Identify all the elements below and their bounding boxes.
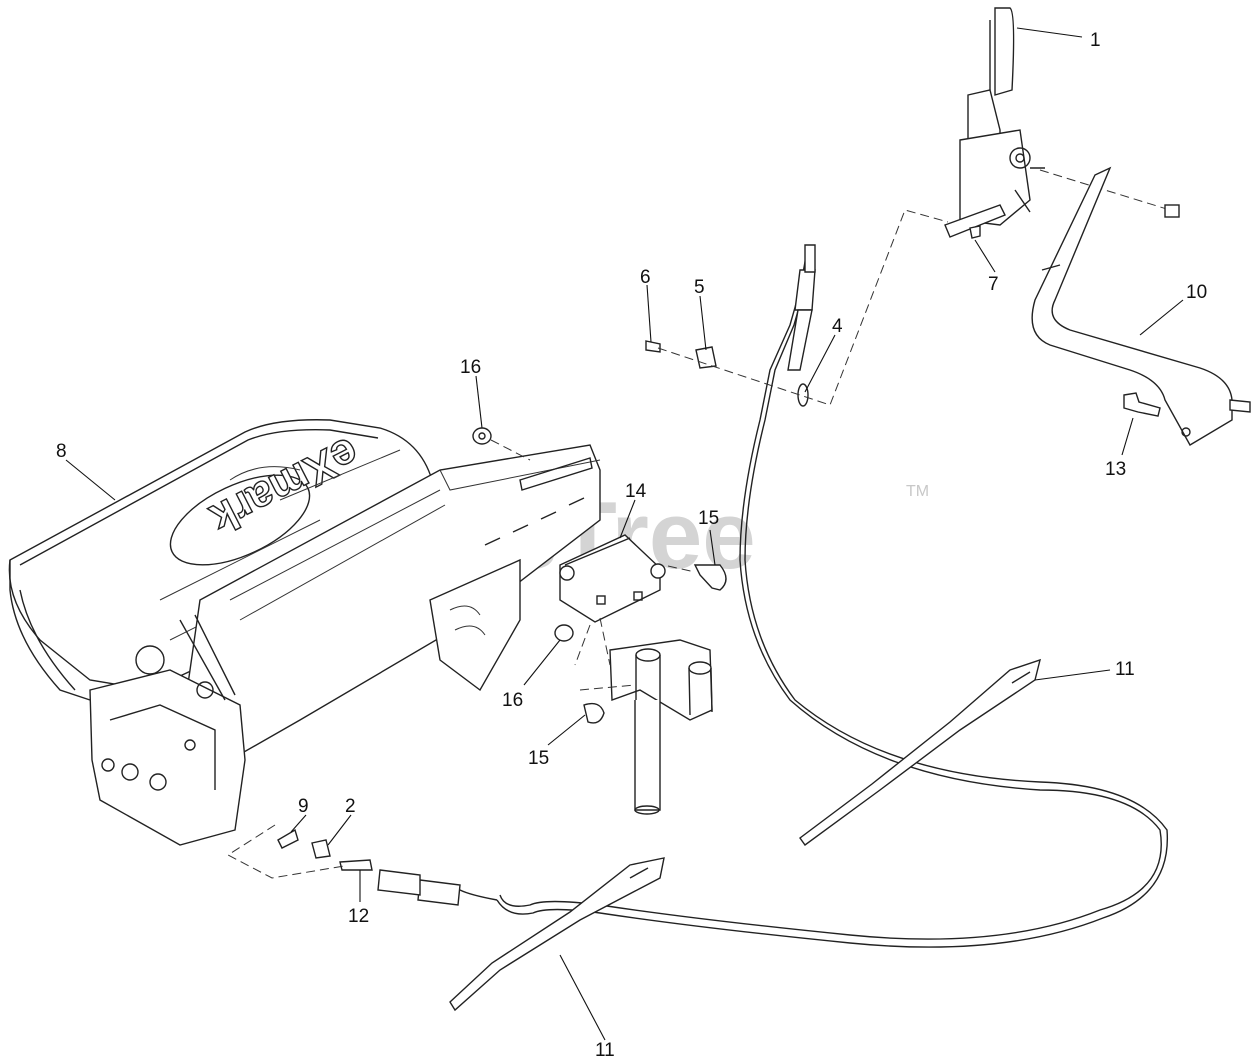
callouts: 1 2 4 5 6 7 8 9 10 11 11 12 13 14 15 15 … (56, 30, 1207, 1058)
callout-16-upper: 16 (460, 357, 481, 378)
callout-7: 7 (988, 274, 999, 295)
callout-10: 10 (1186, 282, 1207, 303)
callout-5: 5 (694, 277, 705, 298)
callout-15-lower: 15 (528, 748, 549, 769)
washer-16 (472, 427, 492, 445)
callout-16-lower: 16 (502, 690, 523, 711)
leader-lines (65, 27, 1184, 1041)
callout-1: 1 (1090, 30, 1101, 51)
callout-14: 14 (625, 481, 647, 502)
control-lever-assembly (944, 7, 1251, 446)
callout-13: 13 (1105, 459, 1126, 480)
callout-11-upper: 11 (1115, 659, 1135, 680)
callout-4: 4 (832, 316, 843, 337)
throttle-cable-assembly (227, 209, 1169, 948)
callout-15-upper: 15 (698, 508, 719, 529)
callout-11-lower: 11 (595, 1040, 615, 1058)
callout-12: 12 (348, 906, 369, 927)
callout-9: 9 (298, 796, 309, 817)
watermark-trademark: TM (906, 483, 929, 500)
callout-8: 8 (56, 441, 67, 462)
engine-hood-assembly: eXmark (8, 419, 601, 846)
cable-ties (449, 658, 1041, 1012)
pivot-bracket-assembly (554, 534, 727, 815)
callout-2: 2 (345, 796, 356, 817)
callout-6: 6 (640, 267, 651, 288)
